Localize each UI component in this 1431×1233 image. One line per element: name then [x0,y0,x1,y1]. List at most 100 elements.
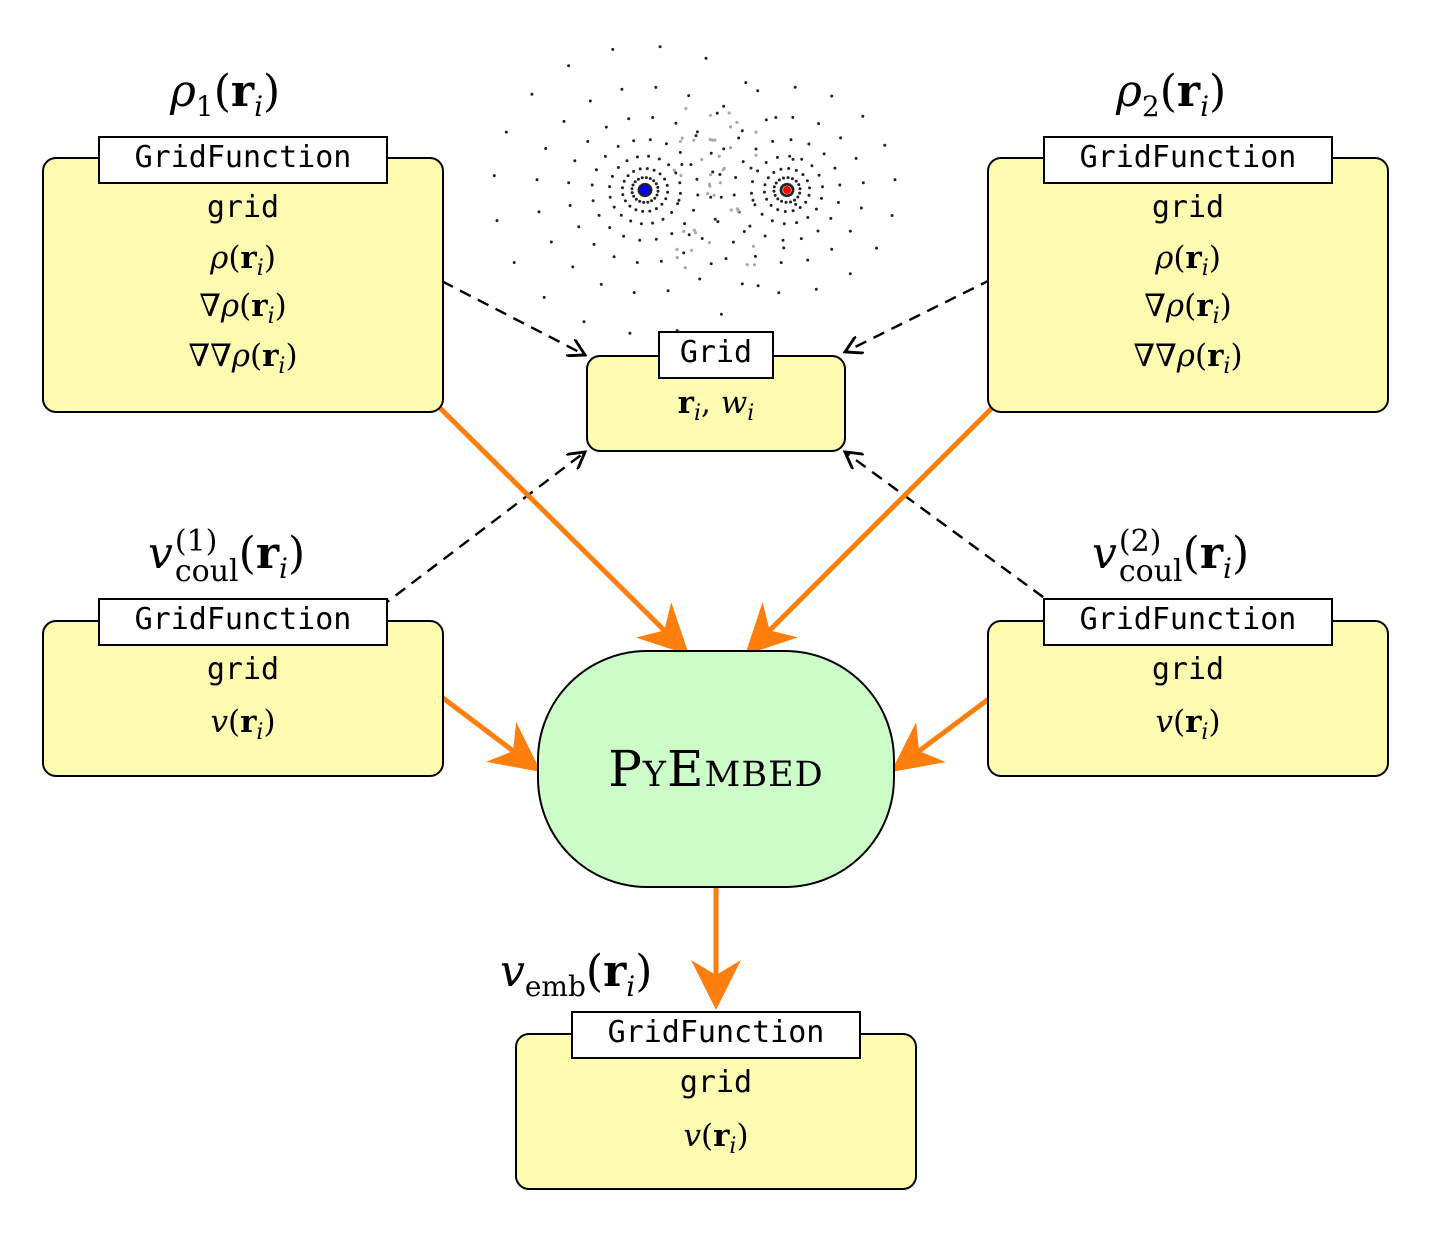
grid-point [652,179,656,183]
grid-point [655,193,659,197]
grid-point [666,289,670,293]
grid-point [756,89,760,93]
field-grid-bottom: grid [679,1065,753,1100]
grid-point [644,176,648,180]
grid-point [651,221,655,225]
grid-point [608,195,612,199]
grid-point [656,185,660,189]
grid-point [854,156,858,160]
grid-point [692,228,696,232]
grid-point [760,212,764,216]
grid-point [807,142,811,146]
grid-point [810,164,814,168]
gridfunction-tag-mid-right: GridFunction [1043,598,1333,646]
grid-point [710,138,715,142]
grid-point [797,183,801,187]
field-grid-top-right: grid [1151,190,1225,225]
gridfunction-box-mid-left [42,620,444,777]
grid-point [830,94,834,98]
grid-point [839,136,843,140]
grid-point [795,221,799,225]
gridfunction-tag-top-right: GridFunction [1043,136,1333,184]
grid-point [628,331,632,335]
grid-point [774,116,778,119]
grid-point [658,172,662,176]
grid-point [627,117,631,121]
label-rho1: ρ1(ri) [170,66,281,123]
grid-point [775,155,779,159]
grid-point [777,291,781,295]
grid-point [535,178,539,182]
grid-point [722,104,726,108]
grid-point [741,160,745,164]
grid-point [590,183,594,187]
grid-point [756,169,760,173]
grid-point [794,179,798,183]
grid-point [709,262,713,266]
grid-point [805,179,809,183]
grid-point [634,208,638,212]
grid-point [794,202,798,206]
grid-point [678,181,682,185]
grid-point [791,209,795,213]
grid-point [750,191,753,195]
grid-point [793,198,797,202]
grid-point [709,173,713,177]
grid-point [859,206,863,210]
grid-point [678,139,683,144]
grid-point [670,232,674,236]
grid-point [707,240,712,245]
grid-point [773,193,777,197]
grid-point [679,173,683,178]
grid-point [632,139,636,143]
grid-point [786,176,790,180]
grid-point [573,159,577,163]
grid-point [696,193,700,197]
grid-point [654,237,658,241]
grid-point [626,174,630,178]
grid-point [751,180,754,184]
grid-point [687,94,691,98]
grid-point [729,208,733,212]
grid-point [754,147,758,151]
grid-point [718,173,722,176]
grid-point [790,177,794,181]
arrow-top-right-to-pyembed [744,406,994,656]
grid-point [712,193,716,197]
grid-point [670,211,674,214]
grid-point [715,111,719,115]
grid-point [807,193,811,197]
grid-point [806,216,810,219]
arrow-mid-left-to-pyembed [441,696,541,773]
grid-point [848,229,852,233]
grid-point [544,147,548,150]
grid-point [610,174,614,178]
grid-point [665,183,669,187]
grid-point [586,140,590,143]
grid-point [608,226,612,230]
grid-point [764,118,768,122]
grid-point [796,195,800,199]
grid-point [571,265,575,269]
grid-point [890,214,894,217]
grid-point [762,190,766,194]
grid-point [779,261,783,265]
grid-point [708,113,713,117]
grid-point [630,187,634,191]
grid-point [707,182,712,186]
grid-point [753,203,757,207]
grid-point [530,92,534,96]
grid-point [629,219,633,223]
grid-point [592,242,596,246]
label-vcoul1: v(1)coul(ri) [148,523,306,589]
grid-point [748,224,752,228]
grid-point [638,167,642,171]
grid-point [654,85,658,89]
grid-point [676,202,680,206]
gridfunction-tag-bottom: GridFunction [571,1011,861,1059]
grid-point [616,144,620,148]
field-grad-rho-top-left: ∇ρ(ri) [199,288,287,330]
grid-tag: Grid [658,331,774,379]
